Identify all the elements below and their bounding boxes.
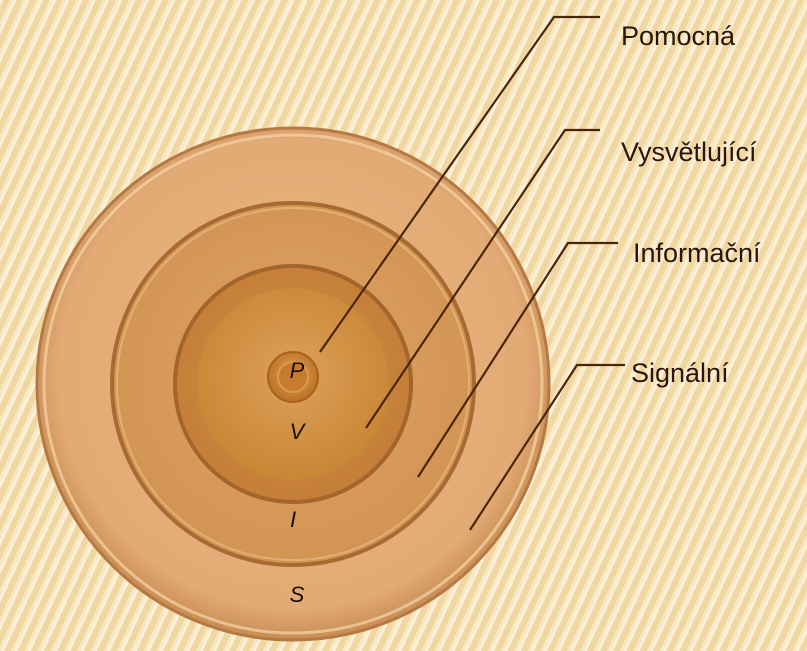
letter-s: S [290,582,305,607]
label-informacni: Informační [633,238,761,268]
letter-i: I [290,507,296,532]
label-vysvetlujici: Vysvětlující [621,137,757,167]
label-signalni: Signální [631,358,729,388]
letter-v: V [290,419,307,444]
letter-p: P [290,358,305,383]
label-pomocna: Pomocná [621,21,736,51]
